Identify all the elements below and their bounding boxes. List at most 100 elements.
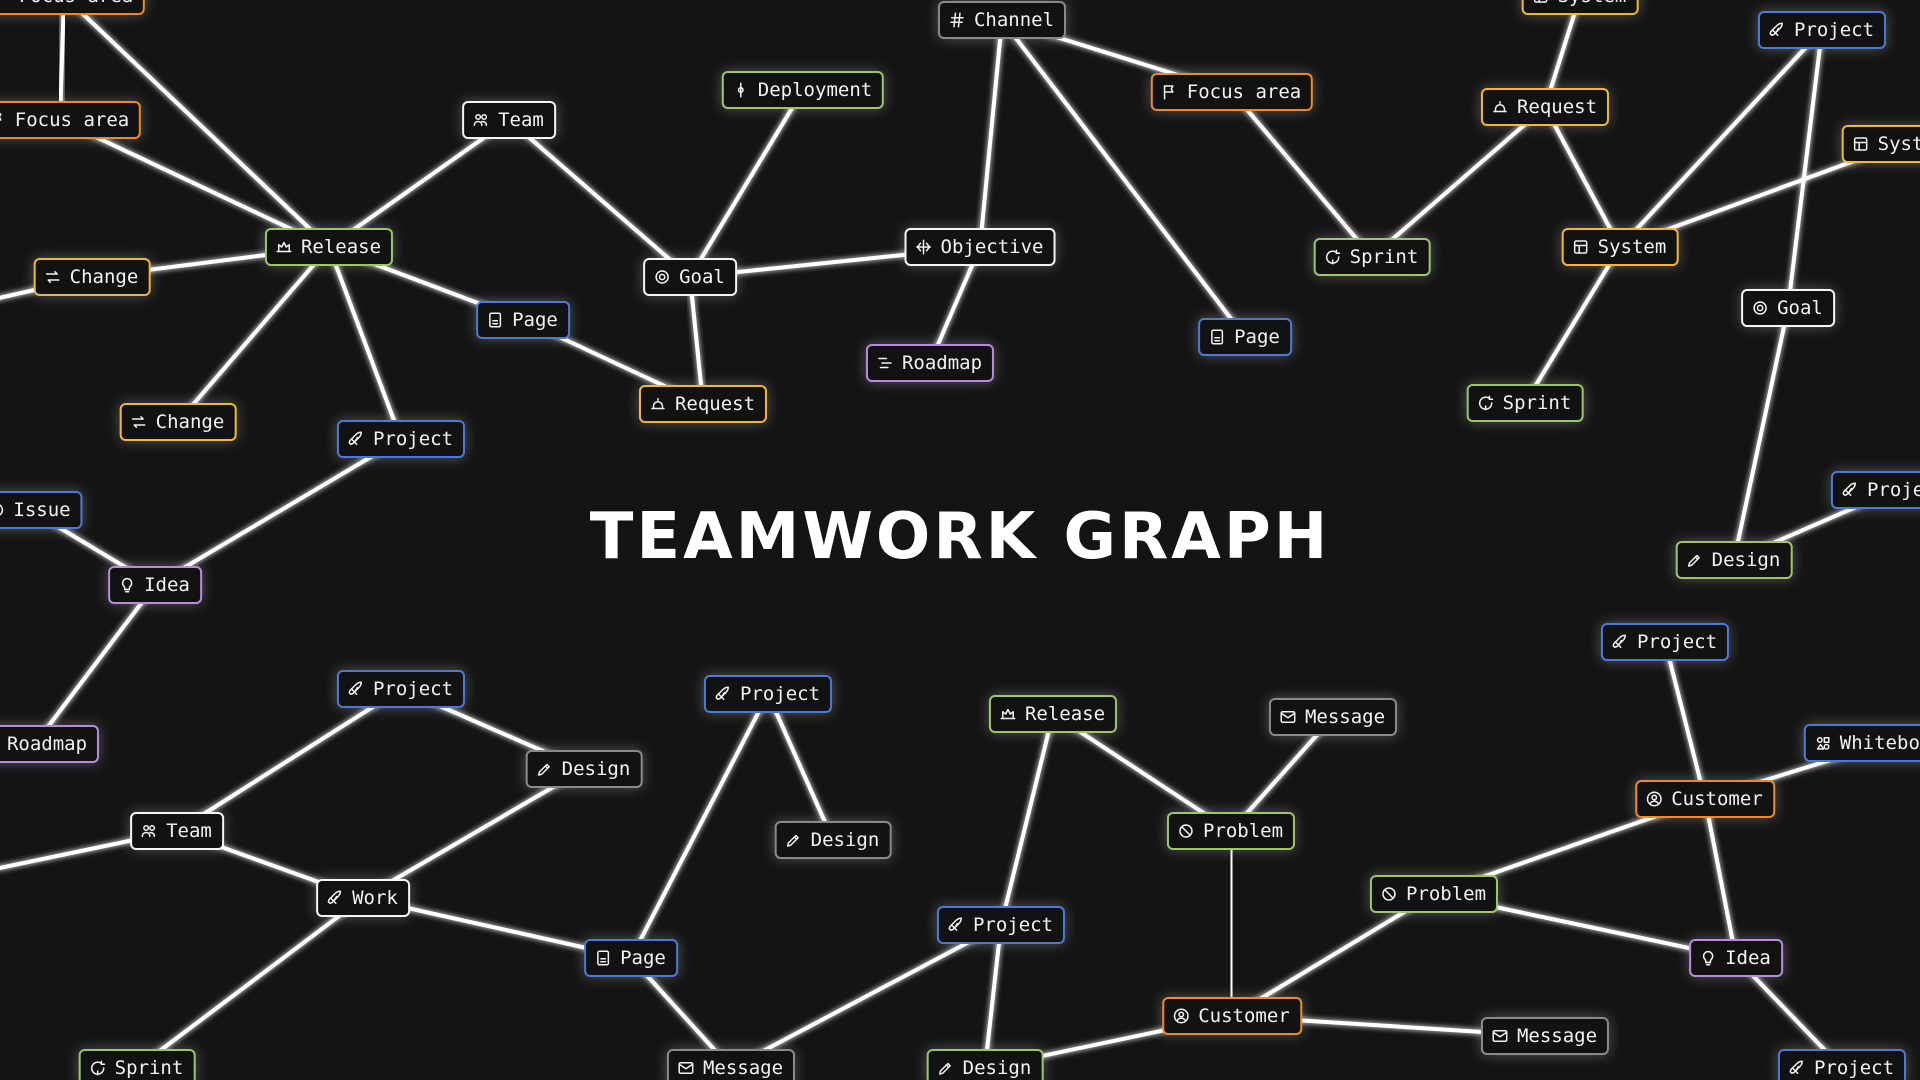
graph-edge	[1370, 105, 1547, 259]
node-request[interactable]: Request	[638, 385, 768, 423]
issue-icon	[0, 504, 4, 516]
node-label: Page	[1234, 326, 1280, 348]
target-icon	[1753, 301, 1767, 315]
node-project[interactable]: Project	[1757, 11, 1887, 49]
graph-edge	[507, 118, 692, 279]
node-customer[interactable]: Customer	[1635, 780, 1775, 818]
node-message[interactable]: Message	[1268, 698, 1398, 736]
node-idea[interactable]: Idea	[108, 566, 202, 604]
node-focus-area[interactable]: Focus area	[1150, 73, 1314, 111]
node-goal[interactable]: Goal	[1741, 289, 1835, 327]
node-page[interactable]: Page	[584, 939, 678, 977]
flag-icon	[0, 113, 2, 121]
graph-edge	[65, 0, 331, 249]
node-label: Design	[810, 829, 880, 851]
node-label: Project	[1813, 1057, 1895, 1079]
node-project[interactable]: Project	[1600, 623, 1730, 661]
bell-icon	[651, 398, 665, 410]
node-project[interactable]: Project	[1830, 471, 1920, 509]
node-system[interactable]: System	[1841, 125, 1920, 163]
node-page[interactable]: Page	[476, 301, 570, 339]
node-roadmap[interactable]: Roadmap	[865, 344, 995, 382]
node-label: Objective	[940, 236, 1044, 258]
node-label: Page	[620, 947, 666, 969]
node-change[interactable]: Change	[119, 403, 237, 441]
graph-edge	[33, 583, 157, 746]
deployment-icon	[737, 82, 744, 98]
sprint-icon	[90, 1060, 106, 1076]
node-issue[interactable]: Issue	[0, 491, 83, 529]
node-label: Team	[498, 109, 544, 131]
node-channel[interactable]: Channel	[937, 1, 1067, 39]
node-label: Whiteboard	[1839, 732, 1920, 754]
node-focus-area[interactable]: Focus area	[0, 101, 142, 139]
node-label: Focus area	[19, 0, 133, 7]
node-label: Project	[739, 683, 821, 705]
rocket-icon	[1612, 634, 1626, 648]
node-label: Project	[1636, 631, 1718, 653]
node-label: System	[1877, 133, 1920, 155]
graph-edge	[58, 0, 66, 122]
node-design[interactable]: Design	[926, 1049, 1044, 1080]
node-sprint[interactable]: Sprint	[1313, 238, 1431, 276]
node-message[interactable]: Message	[666, 1049, 796, 1080]
rocket-icon	[348, 681, 362, 695]
system-icon	[1533, 0, 1548, 3]
rocket-icon	[715, 686, 729, 700]
node-design[interactable]: Design	[525, 750, 643, 788]
node-project[interactable]: Project	[1777, 1049, 1907, 1080]
node-release[interactable]: Release	[264, 228, 394, 266]
node-project[interactable]: Project	[703, 675, 833, 713]
node-label: Project	[1866, 479, 1920, 501]
design-icon	[938, 1062, 951, 1075]
node-label: Request	[674, 393, 756, 415]
rocket-icon	[1789, 1060, 1803, 1074]
node-roadmap[interactable]: Roadmap	[0, 725, 100, 763]
page-icon	[597, 950, 610, 966]
design-icon	[1687, 554, 1700, 567]
node-deployment[interactable]: Deployment	[721, 71, 885, 109]
node-label: Deployment	[757, 79, 873, 101]
sprint-icon	[1478, 395, 1494, 411]
node-message[interactable]: Message	[1480, 1017, 1610, 1055]
node-idea[interactable]: Idea	[1689, 939, 1783, 977]
system-icon	[1573, 240, 1588, 254]
node-work[interactable]: Work	[316, 879, 410, 917]
node-design[interactable]: Design	[774, 821, 892, 859]
node-design[interactable]: Design	[1675, 541, 1793, 579]
node-sprint[interactable]: Sprint	[1466, 384, 1584, 422]
node-change[interactable]: Change	[33, 258, 151, 296]
node-project[interactable]: Project	[936, 906, 1066, 944]
node-system[interactable]: System	[1561, 228, 1679, 266]
node-project[interactable]: Project	[336, 670, 466, 708]
node-label: Customer	[1198, 1005, 1290, 1027]
roadmap-icon	[878, 357, 892, 369]
node-problem[interactable]: Problem	[1166, 812, 1296, 850]
ban-icon	[1382, 887, 1396, 901]
node-label: System	[1597, 236, 1667, 258]
graph-edge	[135, 896, 365, 1070]
node-project[interactable]: Project	[336, 420, 466, 458]
node-release[interactable]: Release	[988, 695, 1118, 733]
node-request[interactable]: Request	[1480, 88, 1610, 126]
node-whiteboard[interactable]: Whiteboard	[1803, 724, 1920, 762]
graph-edge	[1230, 90, 1374, 259]
objective-icon	[916, 239, 932, 255]
node-page[interactable]: Page	[1198, 318, 1292, 356]
rocket-icon	[948, 917, 962, 931]
node-focus-area[interactable]: Focus area	[0, 0, 146, 15]
node-sprint[interactable]: Sprint	[78, 1049, 196, 1080]
node-customer[interactable]: Customer	[1162, 997, 1302, 1035]
node-team[interactable]: Team	[130, 812, 224, 850]
node-label: Roadmap	[901, 352, 983, 374]
node-label: Customer	[1671, 788, 1763, 810]
node-problem[interactable]: Problem	[1369, 875, 1499, 913]
node-objective[interactable]: Objective	[904, 228, 1056, 266]
node-goal[interactable]: Goal	[643, 258, 737, 296]
graph-edge	[327, 118, 511, 249]
node-system[interactable]: System	[1521, 0, 1639, 15]
node-team[interactable]: Team	[462, 101, 556, 139]
node-label: Project	[972, 914, 1054, 936]
node-label: Work	[352, 887, 398, 909]
